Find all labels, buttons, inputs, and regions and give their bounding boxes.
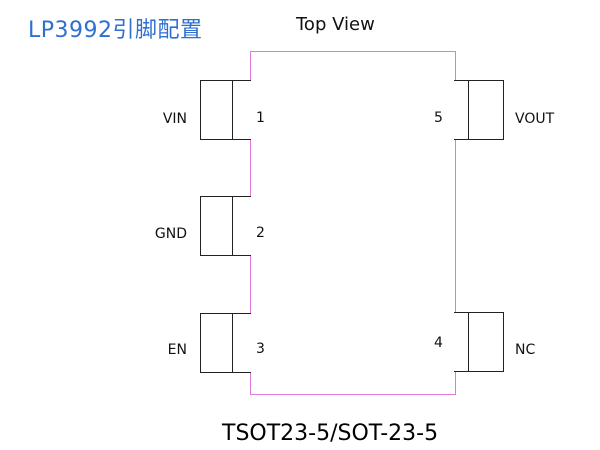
pin-2-divider (232, 197, 233, 255)
pin-1-number: 1 (256, 110, 265, 126)
pin-4-number: 4 (434, 335, 443, 351)
pin-4-pad (454, 312, 504, 372)
pin-4-divider (468, 313, 469, 371)
chip-body (250, 51, 456, 395)
pin-1-pad (200, 80, 251, 140)
pin-5-number: 5 (434, 110, 443, 126)
pin-5-divider (468, 81, 469, 139)
pin-3-name: EN (167, 342, 187, 358)
pin-5-name: VOUT (515, 111, 555, 127)
diagram-title: LP3992引脚配置 (28, 18, 203, 43)
pin-1-divider (232, 81, 233, 139)
pin-2-pad (200, 196, 251, 256)
pin-3-divider (232, 314, 233, 372)
package-label: TSOT23-5/SOT-23-5 (222, 421, 439, 446)
pin-4-name: NC (515, 342, 536, 358)
pin-2-number: 2 (256, 225, 265, 241)
view-label: Top View (296, 14, 375, 35)
pin-3-pad (200, 313, 251, 373)
pin-3-number: 3 (256, 341, 265, 357)
pin-1-name: VIN (162, 111, 187, 127)
pin-5-pad (454, 80, 504, 140)
pin-2-name: GND (154, 226, 187, 242)
